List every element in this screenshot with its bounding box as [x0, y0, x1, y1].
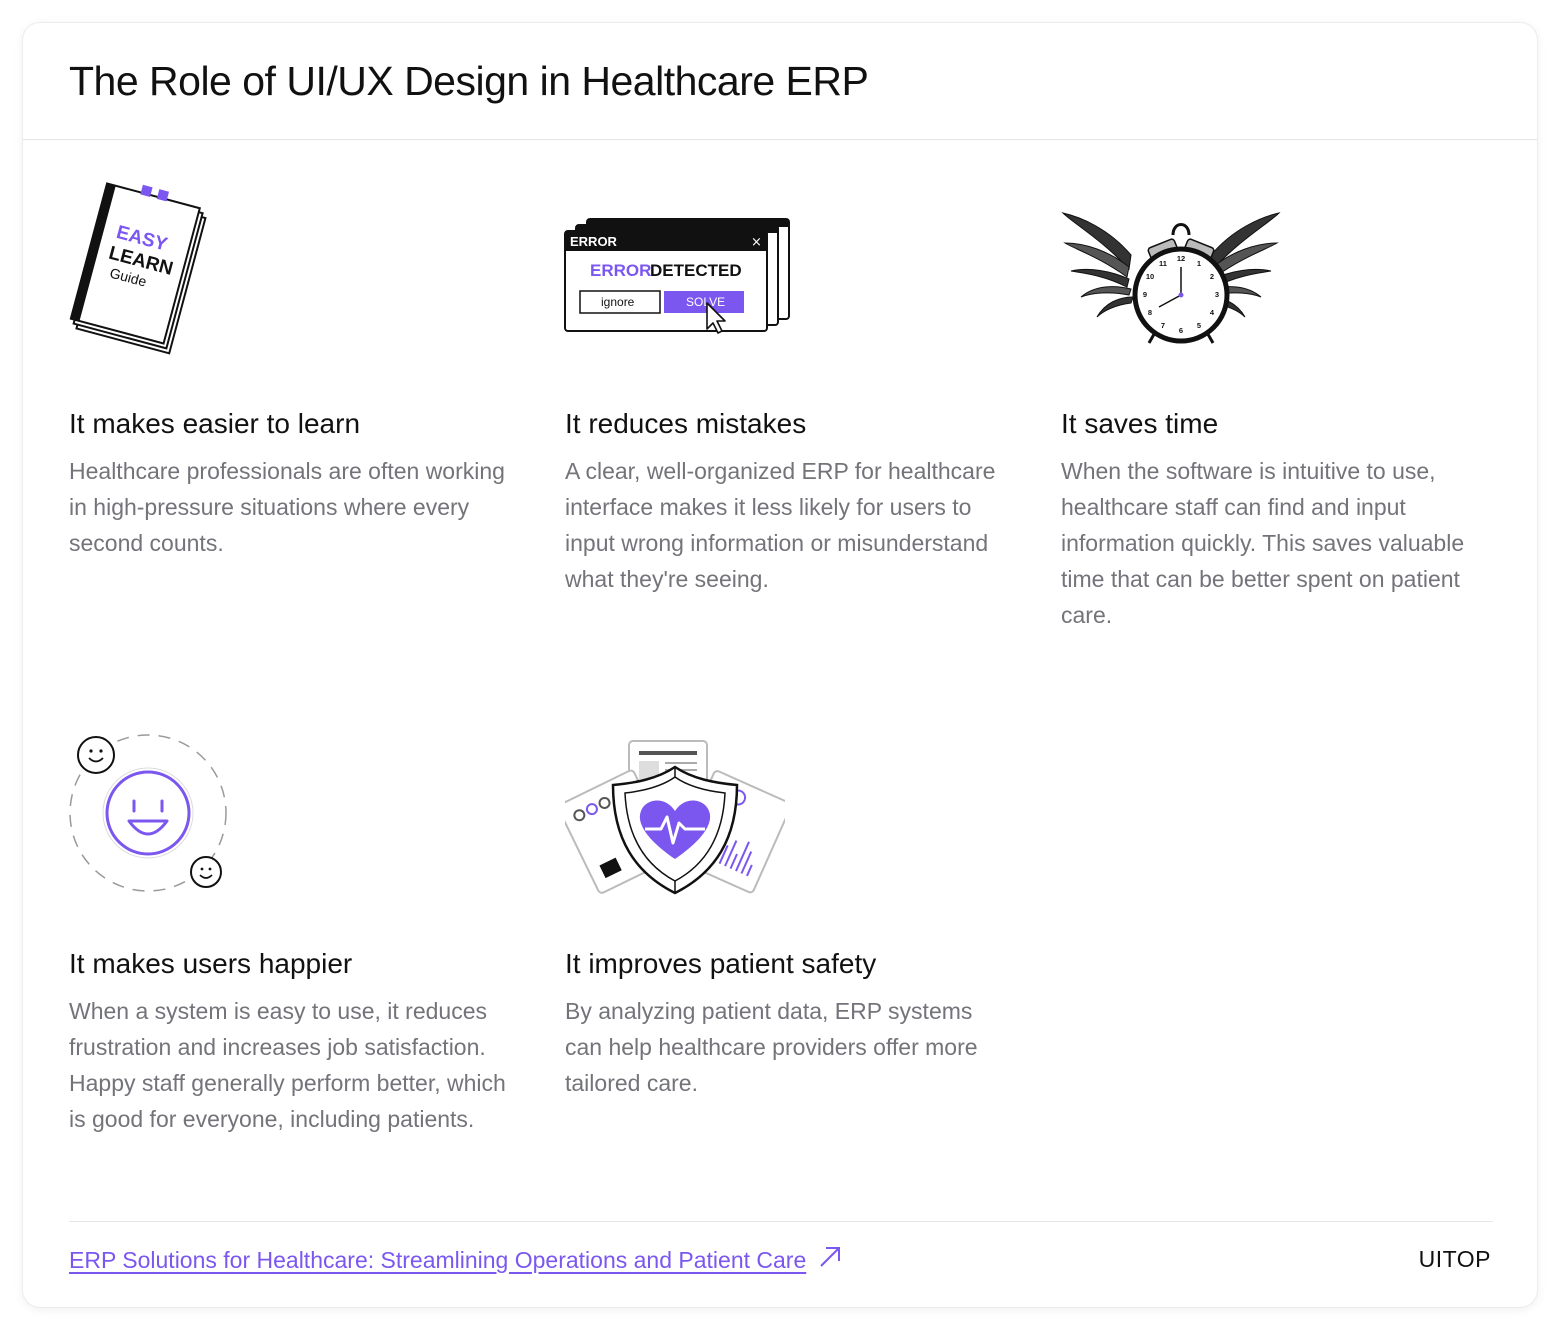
heart-shield-icon	[557, 739, 792, 897]
feature-title: It saves time	[1061, 408, 1219, 439]
svg-text:4: 4	[1210, 308, 1215, 317]
svg-text:ignore: ignore	[601, 295, 635, 309]
svg-text:9: 9	[1143, 290, 1147, 299]
svg-text:5: 5	[1197, 321, 1201, 330]
svg-text:12: 12	[1177, 254, 1185, 263]
svg-text:6: 6	[1179, 326, 1183, 335]
feature-title: It reduces mistakes	[565, 408, 807, 439]
svg-text:ERROR: ERROR	[570, 234, 618, 249]
svg-text:DETECTED: DETECTED	[650, 261, 742, 280]
related-article-link[interactable]: ERP Solutions for Healthcare: Streamlini…	[69, 1245, 842, 1275]
feature-description: Healthcare professionals are often worki…	[69, 458, 505, 556]
svg-text:10: 10	[1146, 272, 1154, 281]
arrow-up-right-icon[interactable]	[818, 1245, 842, 1275]
svg-text:SOLVE: SOLVE	[686, 295, 725, 309]
article-card: The Role of UI/UX Design in Healthcare E…	[22, 22, 1538, 1308]
svg-text:3: 3	[1215, 290, 1219, 299]
brand-logo: UITOP	[1418, 1246, 1491, 1272]
card-header: The Role of UI/UX Design in Healthcare E…	[23, 23, 1537, 140]
feature-title: It makes easier to learn	[69, 408, 361, 439]
error-dialog-icon: ERROR × ERROR DETECTED ignore SOLVE	[563, 217, 793, 337]
feature-description: A clear, well-organized ERP for healthca…	[565, 458, 996, 592]
feature-description: When a system is easy to use, it reduces…	[69, 998, 506, 1132]
svg-text:7: 7	[1161, 321, 1165, 330]
svg-text:8: 8	[1148, 308, 1152, 317]
svg-text:1: 1	[1197, 259, 1201, 268]
feature-description: By analyzing patient data, ERP systems c…	[565, 998, 978, 1096]
svg-text:2: 2	[1210, 272, 1214, 281]
feature-description: When the software is intuitive to use, h…	[1061, 458, 1465, 628]
page-title: The Role of UI/UX Design in Healthcare E…	[69, 57, 869, 104]
svg-text:ERROR: ERROR	[590, 261, 651, 280]
feature-title: It improves patient safety	[565, 948, 877, 979]
feature-title: It makes users happier	[69, 948, 353, 979]
svg-text:×: ×	[751, 235, 762, 250]
smiley-faces-icon	[65, 729, 235, 899]
related-article-link-text[interactable]: ERP Solutions for Healthcare: Streamlini…	[69, 1246, 807, 1273]
svg-text:11: 11	[1159, 259, 1167, 268]
easy-learn-guide-icon: EASY LEARN Guide	[65, 181, 215, 366]
footer-divider	[69, 1221, 1493, 1222]
